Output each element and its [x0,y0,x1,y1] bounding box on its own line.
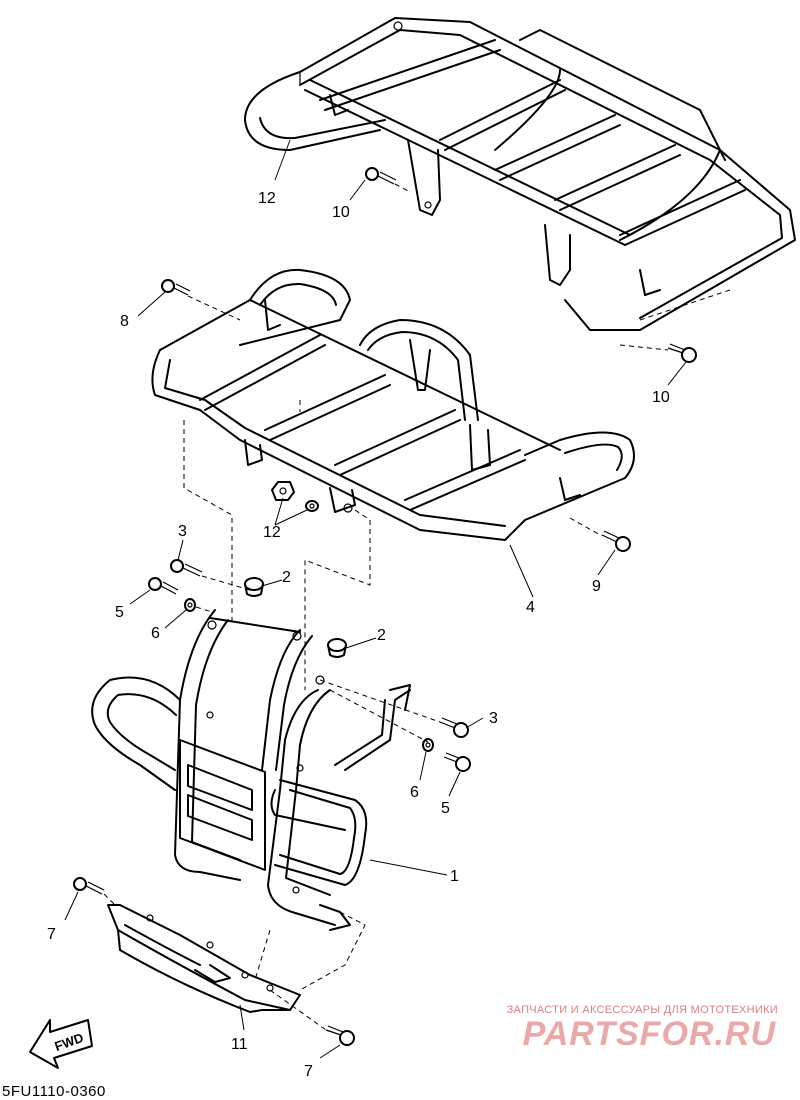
bolt-5b [443,752,471,772]
callout-3-right: 3 [489,710,498,727]
callout-1: 1 [450,868,459,885]
callout-5-left: 5 [115,604,124,621]
callout-8: 12 [263,524,281,541]
callout-10-lower: 10 [652,389,670,406]
grommet-2a [244,577,264,597]
callouts: 12 10 8 10 12 4 9 3 2 5 6 2 3 6 5 1 7 11… [47,190,670,1080]
bolt-12a [73,877,105,895]
callout-11: 11 [231,1036,248,1053]
washer-6a [184,598,196,612]
fwd-arrow-icon: FWD [29,1019,93,1069]
washer-6b [422,738,434,752]
fasteners [73,167,697,1046]
callout-2-upper: 2 [282,569,291,586]
callout-2-lower: 2 [377,627,386,644]
bolt-7-lower [601,530,631,552]
bolt-7-upper [161,279,191,296]
callout-5-right: 5 [441,800,450,817]
callout-12-right: 7 [304,1063,313,1080]
washer-8 [305,500,319,512]
callout-6-right: 6 [410,784,419,801]
callout-4: 4 [526,599,535,616]
watermark-brand: PARTSFOR.RU [522,1015,776,1053]
bolt-12b [325,1025,355,1046]
skid-plate [107,904,301,1013]
bolt-10-upper [365,167,397,185]
grommet-2b [327,638,347,658]
front-guard [91,609,411,931]
callout-6-left: 6 [151,625,160,642]
callout-3-left: 3 [178,523,187,540]
nut-8 [271,481,295,501]
callout-10-upper: 10 [332,204,350,221]
callout-12-left: 7 [47,926,56,943]
bolt-5a [148,577,179,595]
rear-carrier [244,17,796,331]
bolt-3a [170,559,203,577]
diagram-code: 5FU1110-0360 [2,1083,106,1100]
callout-9: 12 [258,190,276,207]
watermark-tagline: ЗАПЧАСТИ И АКСЕССУАРЫ ДЛЯ МОТОТЕХНИКИ [506,1004,778,1016]
bolt-10-lower [667,343,697,363]
assembly-lines [103,183,669,1031]
callout-7-upper: 8 [120,313,129,330]
leader-lines [64,139,687,1059]
bolt-3b [439,717,469,738]
callout-7-lower: 9 [592,578,601,595]
front-carrier [151,268,635,541]
